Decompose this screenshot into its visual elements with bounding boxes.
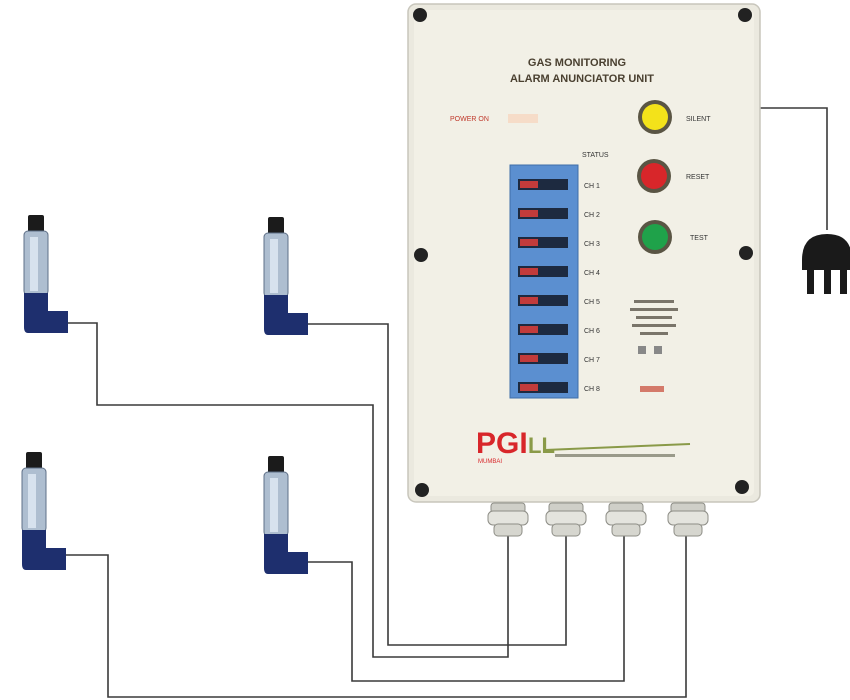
wire-power	[760, 107, 828, 230]
channel-led	[518, 237, 568, 248]
cable-gland	[667, 502, 709, 537]
status-header: STATUS	[582, 152, 609, 159]
channel-row: CH 8	[518, 382, 600, 393]
channel-led-indicator	[520, 297, 538, 304]
screw-icon	[738, 8, 752, 22]
channel-label: CH 5	[584, 299, 600, 306]
cable-gland	[605, 502, 647, 537]
channel-label: CH 8	[584, 386, 600, 393]
channel-label: CH 2	[584, 212, 600, 219]
annunciator-enclosure	[407, 3, 761, 503]
brand-logo-text: PGI	[476, 427, 528, 460]
channel-label: CH 6	[584, 328, 600, 335]
channel-row: CH 4	[518, 266, 600, 277]
control-buttons: SILENT RESET TEST	[637, 100, 711, 254]
gas-sensor	[263, 217, 308, 335]
gas-sensor	[263, 456, 308, 574]
screw-icon	[735, 480, 749, 494]
channel-label: CH 4	[584, 270, 600, 277]
wire-sensor-4	[66, 530, 687, 698]
channel-indicators: CH 1 CH 2 CH 3 CH 4 CH 5 CH 6 CH 7 CH 8	[518, 179, 600, 393]
channel-led-indicator	[520, 210, 538, 217]
pgi-logo: PGI LL MUMBAI	[476, 427, 691, 465]
channel-led	[518, 295, 568, 306]
screw-icon	[739, 246, 753, 260]
screw-icon	[414, 248, 428, 262]
channel-led	[518, 179, 568, 190]
channel-led	[518, 324, 568, 335]
wire-sensor-1	[66, 322, 509, 658]
reset-button[interactable]: RESET	[637, 159, 710, 193]
reset-button-label: RESET	[686, 174, 710, 181]
channel-label: CH 1	[584, 183, 600, 190]
brand-logo-sub: MUMBAI	[478, 459, 502, 465]
power-indicator	[508, 114, 538, 123]
channel-led-indicator	[520, 384, 538, 391]
gas-sensor	[21, 452, 66, 570]
sensor-wires	[66, 107, 828, 698]
panel-title-line2: ALARM ANUNCIATOR UNIT	[510, 73, 654, 85]
channel-row: CH 1	[518, 179, 600, 190]
channel-led-indicator	[520, 239, 538, 246]
channel-row: CH 6	[518, 324, 600, 335]
channel-label: CH 7	[584, 357, 600, 364]
silent-button[interactable]: SILENT	[638, 100, 711, 134]
channel-row: CH 7	[518, 353, 600, 364]
silent-button-label: SILENT	[686, 116, 711, 123]
channel-led	[518, 353, 568, 364]
cable-glands	[487, 502, 709, 537]
brand-logo-suffix: LL	[528, 433, 555, 458]
power-on-label: POWER ON	[450, 116, 489, 123]
cable-gland	[487, 502, 529, 537]
test-button[interactable]: TEST	[638, 220, 709, 254]
channel-row: CH 5	[518, 295, 600, 306]
channel-led-indicator	[520, 326, 538, 333]
channel-led-indicator	[520, 268, 538, 275]
cable-gland	[545, 502, 587, 537]
panel-title-line1: GAS MONITORING	[528, 57, 626, 69]
gas-sensors	[21, 215, 308, 574]
wire-sensor-2	[306, 323, 567, 646]
channel-led-indicator	[520, 355, 538, 362]
screw-icon	[415, 483, 429, 497]
channel-led	[518, 266, 568, 277]
channel-led	[518, 208, 568, 219]
wire-sensor-3	[306, 530, 625, 682]
channel-led	[518, 382, 568, 393]
screw-icon	[413, 8, 427, 22]
test-button-label: TEST	[690, 235, 709, 242]
gas-sensor	[23, 215, 68, 333]
channel-led-indicator	[520, 181, 538, 188]
channel-label: CH 3	[584, 241, 600, 248]
channel-row: CH 3	[518, 237, 600, 248]
power-plug-icon	[802, 234, 850, 294]
channel-row: CH 2	[518, 208, 600, 219]
panel-notes	[630, 300, 678, 392]
